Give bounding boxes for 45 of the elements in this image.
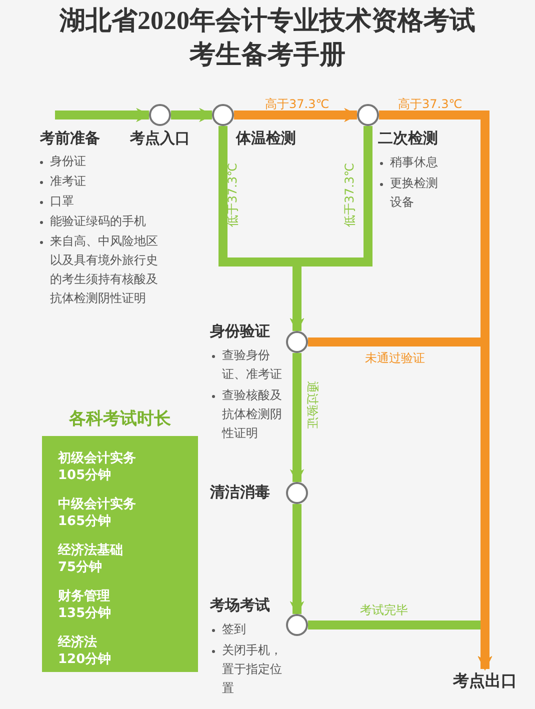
route-line [308,338,492,670]
duration-item: 经济法基础 75分钟 [58,542,124,576]
route-line [55,108,150,122]
bullet-item: 准考证 [38,172,160,191]
station-circle [286,482,308,504]
duration-item: 中级会计实务 165分钟 [58,496,137,530]
bullet-item: 能验证绿码的手机 [38,212,160,231]
bullet-item: 查验身份证、准考证 [210,346,284,384]
duration-item: 初级会计实务 105分钟 [58,450,137,484]
station-title: 考点出口 [450,669,520,693]
bullet-item: 口罩 [38,192,160,211]
bullet-item: 来自高、中风险地区以及具有境外旅行史的考生须持有核酸及抗体检测阴性证明 [38,232,160,308]
bullet-item: 身份证 [38,152,160,171]
route-line [290,504,304,616]
route-line [290,353,304,484]
bullet-item: 签到 [210,620,284,639]
edge-label: 未通过验证 [365,350,425,367]
bullet-item: 查验核酸及抗体检测阴性证明 [210,386,284,443]
edge-label: 通过验证 [304,381,320,429]
station-circle [286,331,308,353]
station-circle [357,104,379,126]
section-title: 考前准备 [40,129,100,148]
duration-item: 经济法 120分钟 [58,634,112,668]
duration-item: 财务管理 135分钟 [58,588,112,622]
station-title: 二次检测 [378,129,438,148]
title: 湖北省2020年会计专业技术资格考试考生备考手册 [58,5,476,71]
station-title: 考场考试 [210,596,270,615]
edge-label: 低于37.3℃ [342,162,358,228]
bullet-item: 更换检测设备 [378,174,440,212]
route-line [234,108,358,122]
station-title: 考点入口 [130,129,190,148]
bullet-item: 关闭手机，置于指定位置 [210,641,284,698]
edge-label: 高于37.3℃ [265,96,330,113]
station-circle [286,614,308,636]
station-title: 体温检测 [236,129,296,148]
station-circle [149,104,171,126]
edge-label: 考试完毕 [360,602,408,619]
panel-heading: 各科考试时长 [68,408,172,430]
edge-label: 高于37.3℃ [398,96,462,113]
bullet-item: 稍事休息 [378,153,440,172]
station-title: 身份验证 [210,322,270,341]
edge-label: 低于37.3℃ [224,162,240,228]
route-line [171,108,214,122]
station-title: 清洁消毒 [210,483,270,502]
station-circle [212,104,234,126]
